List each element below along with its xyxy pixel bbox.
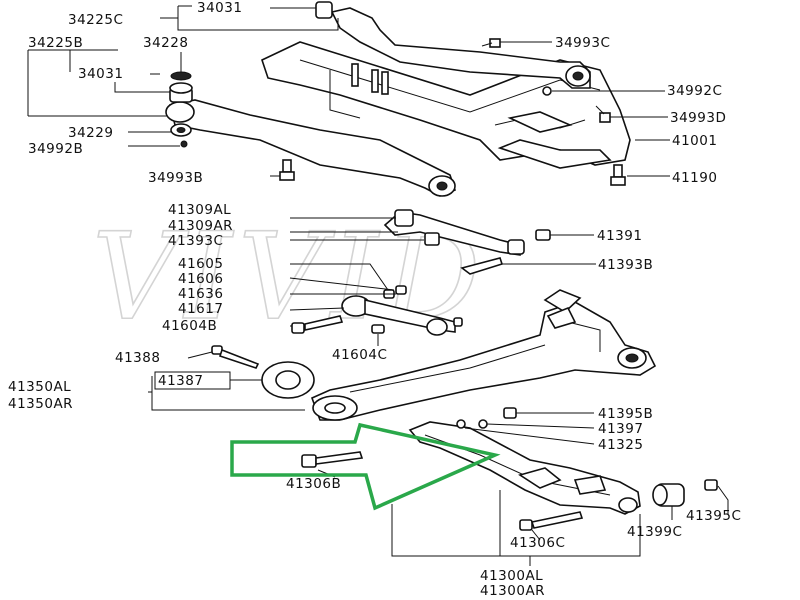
label-34993b: 34993B [148,170,203,186]
label-41309al: 41309AL [168,202,231,218]
trailing-arm-41350a [310,289,657,421]
label-41604c: 41604C [332,347,387,363]
label-41388: 41388 [115,350,160,366]
arm-41309a [383,209,551,275]
label-41393b: 41393B [598,257,653,273]
label-41350ar: 41350AR [8,396,73,412]
label-41300ar: 41300AR [480,583,545,599]
bolt-41306b [301,451,364,468]
label-41605: 41605 [178,256,223,272]
leader-lines [27,5,729,566]
lower-arm-41300a [408,407,718,531]
toe-control-arm-41617 [291,285,463,336]
label-34225b: 34225B [28,35,83,51]
label-34992c: 34992C [667,83,722,99]
label-41391: 41391 [597,228,642,244]
bolts-upper [279,38,626,186]
label-41636: 41636 [178,286,223,302]
arm-34225b [165,99,456,197]
label-41606: 41606 [178,271,223,287]
label-34992b: 34992B [28,141,83,157]
label-34031-lower: 34031 [78,66,123,82]
label-34993d: 34993D [670,110,726,126]
label-34993c: 34993C [555,35,610,51]
arm-34225c [315,1,591,89]
part-labels: 34225C 34031 34225B 34228 34031 34993C 3… [8,0,741,599]
label-41393c: 41393C [168,233,223,249]
label-41399c: 41399C [627,524,682,540]
label-41397: 41397 [598,421,643,437]
label-41306c: 41306C [510,535,565,551]
label-41604b: 41604B [162,318,217,334]
highlight-arrow [230,422,501,511]
label-34229: 34229 [68,125,113,141]
label-41350al: 41350AL [8,379,71,395]
label-41395c: 41395C [686,508,741,524]
label-41325: 41325 [598,437,643,453]
label-41306b: 41306B [286,476,341,492]
label-box-41387 [154,371,231,390]
label-34228: 34228 [143,35,188,51]
label-41395b: 41395B [598,406,653,422]
label-34031-upper: 34031 [197,0,242,16]
label-34225c: 34225C [68,12,123,28]
label-41309ar: 41309AR [168,218,233,234]
bushing-41387 [211,345,315,399]
label-41300al: 41300AL [480,568,543,584]
label-41617: 41617 [178,301,223,317]
label-41190: 41190 [672,170,717,186]
bushing-stack-34228 [169,71,193,148]
label-41001: 41001 [672,133,717,149]
label-41387: 41387 [158,373,203,389]
